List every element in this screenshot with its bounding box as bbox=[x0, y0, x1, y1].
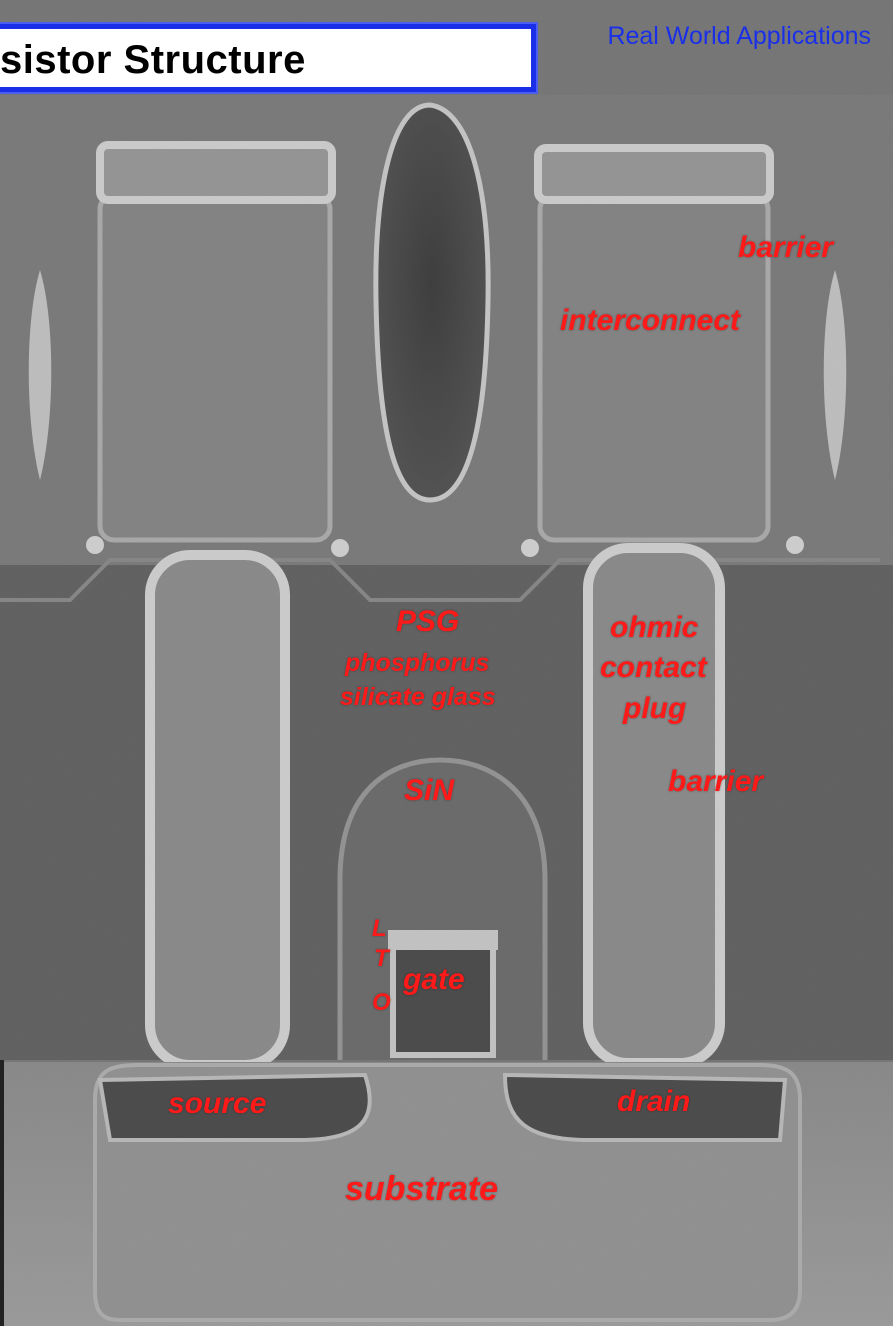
label-barrier-top: barrier bbox=[738, 232, 833, 264]
label-drain: drain bbox=[617, 1086, 690, 1118]
label-sin: SiN bbox=[404, 775, 454, 807]
label-interconnect: interconnect bbox=[560, 305, 740, 337]
label-source: source bbox=[168, 1088, 266, 1120]
label-psg-desc-2: silicate glass bbox=[340, 684, 496, 710]
label-psg-desc-1: phosphorus bbox=[345, 650, 489, 676]
label-lto-t: T bbox=[374, 946, 389, 971]
label-gate: gate bbox=[403, 964, 465, 996]
page-title: sistor Structure bbox=[0, 35, 306, 85]
label-ohmic: ohmic bbox=[610, 612, 698, 644]
label-psg: PSG bbox=[396, 606, 459, 638]
label-substrate: substrate bbox=[345, 1172, 498, 1208]
label-contact: contact bbox=[600, 652, 707, 684]
label-lto-l: L bbox=[372, 916, 387, 941]
label-barrier-mid: barrier bbox=[668, 766, 763, 798]
label-plug: plug bbox=[623, 693, 686, 725]
label-lto-o: O bbox=[372, 990, 391, 1015]
real-world-applications-link[interactable]: Real World Applications bbox=[607, 22, 871, 51]
